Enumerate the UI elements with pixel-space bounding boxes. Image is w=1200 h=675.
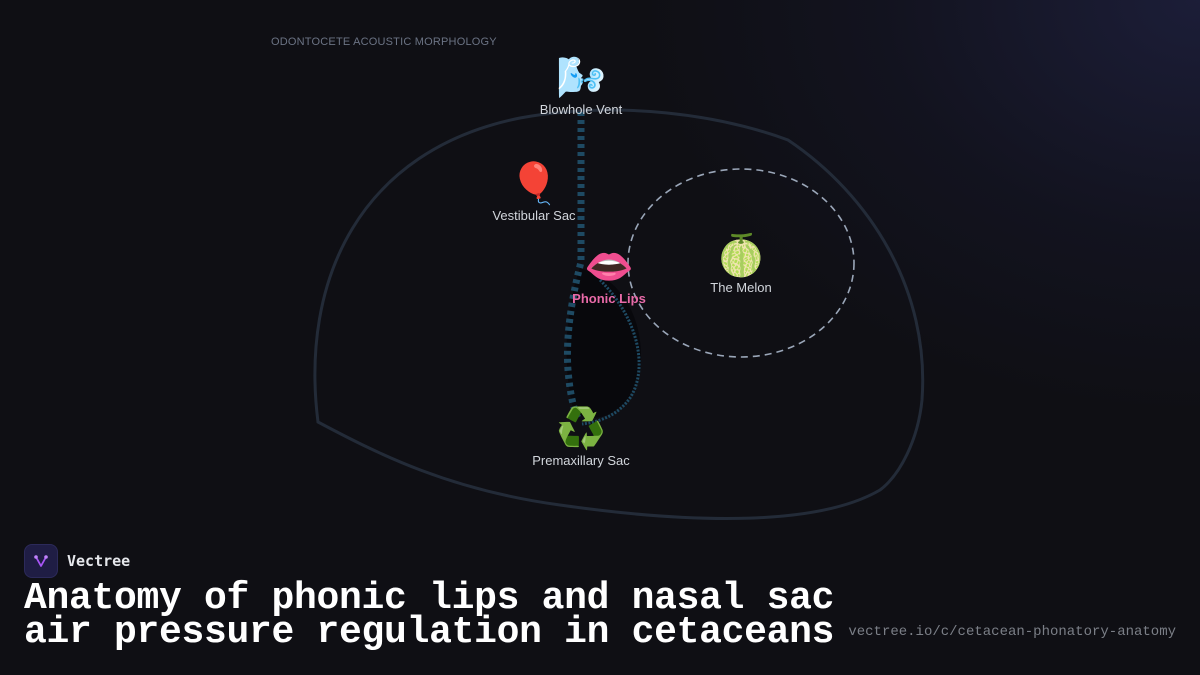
melon-ring [627,168,855,358]
vectree-logo-icon [24,544,58,578]
lips-icon: 👄 [584,245,634,289]
diagram-eyebrow: ODONTOCETE ACOUSTIC MORPHOLOGY [271,36,497,48]
title-line-1: Anatomy of phonic lips and nasal sac [24,577,835,620]
node-vestibular-sac: 🎈 Vestibular Sac [492,162,575,223]
recycle-icon: ♻️ [556,407,606,451]
node-phonic-lips: 👄 Phonic Lips [572,245,646,306]
node-label: Phonic Lips [572,291,646,306]
melon-icon: 🍈 [716,234,766,278]
page-title: Anatomy of phonic lips and nasal sac air… [24,580,834,652]
node-label: The Melon [710,280,772,295]
source-url[interactable]: vectree.io/c/cetacean-phonatory-anatomy [848,624,1176,640]
air-path-main [563,112,585,420]
node-premaxillary-sac: ♻️ Premaxillary Sac [532,407,630,468]
node-label: Blowhole Vent [539,102,623,117]
node-label: Vestibular Sac [492,208,576,223]
node-label: Premaxillary Sac [532,453,630,468]
nasal-sac-chamber [566,268,642,418]
node-the-melon: 🍈 The Melon [710,234,771,295]
dashing-away-icon: 🌬️ [556,56,606,100]
node-blowhole-vent: 🌬️ Blowhole Vent [540,56,622,117]
brand[interactable]: Vectree [24,544,130,578]
brand-name: Vectree [67,552,131,570]
head-outline [313,108,925,521]
title-line-2: air pressure regulation in cetaceans [24,611,835,654]
air-path-return [581,278,641,426]
balloon-icon: 🎈 [509,162,559,206]
